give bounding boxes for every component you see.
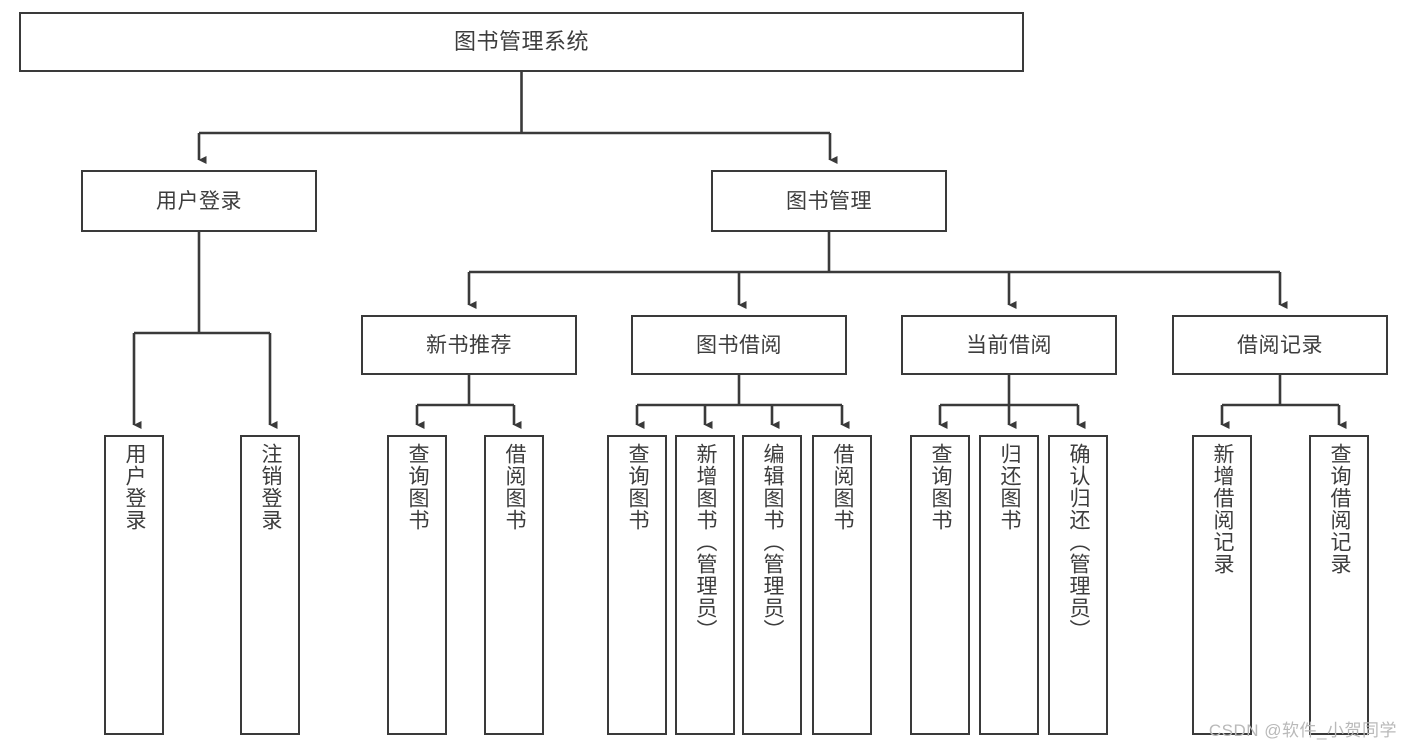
node-label: 查询图书 — [928, 443, 952, 531]
node-label: 确认归还（管理员） — [1066, 443, 1090, 641]
leaf-add-book[interactable]: 新增图书（管理员） — [675, 435, 735, 735]
node-label: 注销登录 — [258, 443, 282, 531]
node-root-system[interactable]: 图书管理系统 — [19, 12, 1024, 72]
node-label: 借阅记录 — [1237, 333, 1323, 357]
node-label: 图书借阅 — [696, 333, 782, 357]
node-label: 新书推荐 — [426, 333, 512, 357]
node-new-book-recommend[interactable]: 新书推荐 — [361, 315, 577, 375]
leaf-confirm-return[interactable]: 确认归还（管理员） — [1048, 435, 1108, 735]
leaf-logout-login[interactable]: 注销登录 — [240, 435, 300, 735]
leaf-query-book-recommend[interactable]: 查询图书 — [387, 435, 447, 735]
node-book-borrow[interactable]: 图书借阅 — [631, 315, 847, 375]
leaf-borrow-book-borrow[interactable]: 借阅图书 — [812, 435, 872, 735]
leaf-query-borrow-record[interactable]: 查询借阅记录 — [1309, 435, 1369, 735]
leaf-return-book[interactable]: 归还图书 — [979, 435, 1039, 735]
leaf-add-borrow-record[interactable]: 新增借阅记录 — [1192, 435, 1252, 735]
node-label: 查询图书 — [405, 443, 429, 531]
node-label: 用户登录 — [156, 189, 242, 213]
watermark-text: CSDN @软件_小贺同学 — [1208, 721, 1397, 740]
node-label: 图书管理系统 — [453, 29, 589, 54]
node-label: 查询借阅记录 — [1327, 443, 1351, 575]
node-current-borrow[interactable]: 当前借阅 — [901, 315, 1117, 375]
node-label: 归还图书 — [997, 443, 1021, 531]
leaf-borrow-book-recommend[interactable]: 借阅图书 — [484, 435, 544, 735]
node-label: 图书管理 — [786, 189, 872, 213]
node-book-manage[interactable]: 图书管理 — [711, 170, 947, 232]
node-borrow-record[interactable]: 借阅记录 — [1172, 315, 1388, 375]
node-label: 借阅图书 — [502, 443, 526, 531]
node-label: 当前借阅 — [966, 333, 1052, 357]
leaf-user-login[interactable]: 用户登录 — [104, 435, 164, 735]
leaf-edit-book[interactable]: 编辑图书（管理员） — [742, 435, 802, 735]
node-label: 编辑图书（管理员） — [760, 443, 784, 641]
node-label: 新增借阅记录 — [1210, 443, 1234, 575]
node-label: 借阅图书 — [830, 443, 854, 531]
node-label: 查询图书 — [625, 443, 649, 531]
node-user-login[interactable]: 用户登录 — [81, 170, 317, 232]
leaf-query-book-current[interactable]: 查询图书 — [910, 435, 970, 735]
node-label: 新增图书（管理员） — [693, 443, 717, 641]
node-label: 用户登录 — [122, 443, 146, 531]
leaf-query-book-borrow[interactable]: 查询图书 — [607, 435, 667, 735]
